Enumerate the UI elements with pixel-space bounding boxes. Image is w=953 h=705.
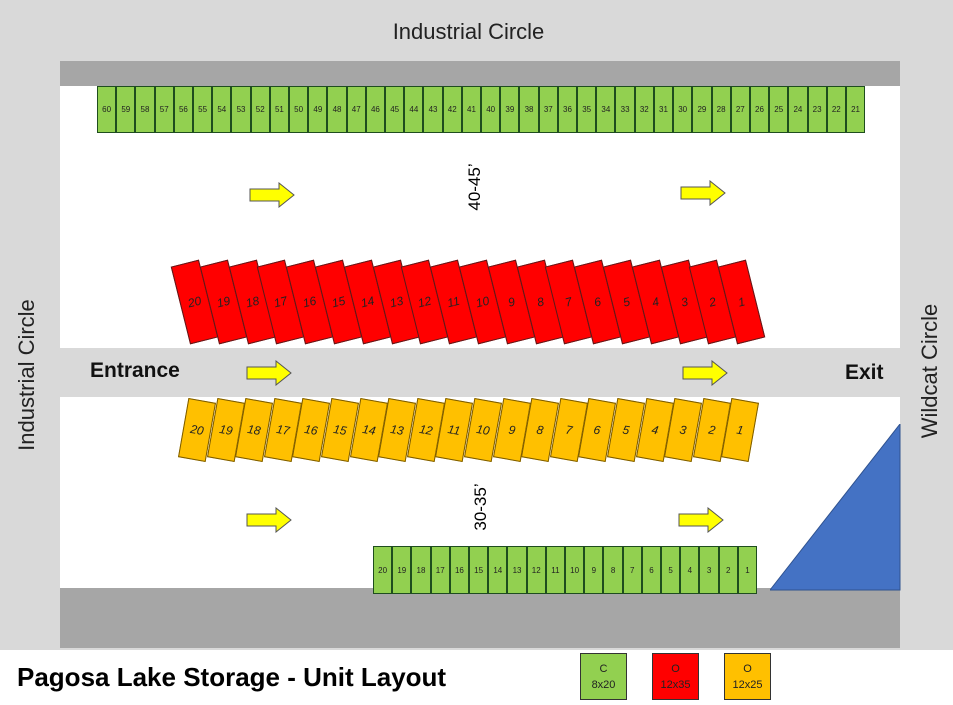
direction-arrow-icon (682, 359, 728, 387)
triangle-area (770, 424, 901, 591)
legend-type: O (671, 663, 680, 675)
direction-arrow-icon (680, 179, 726, 207)
legend-item-red: O 12x35 (652, 653, 699, 700)
storage-unit: 18 (411, 546, 431, 594)
direction-arrow-icon (246, 506, 292, 534)
legend-size: 8x20 (591, 679, 616, 691)
bottom-building-strip (60, 588, 900, 648)
storage-unit: 17 (430, 546, 450, 594)
storage-unit: 10 (565, 546, 585, 594)
storage-unit: 50 (289, 86, 309, 133)
legend-size: 12x25 (732, 679, 763, 691)
storage-unit: 30 (673, 86, 693, 133)
storage-unit: 29 (692, 86, 712, 133)
storage-unit: 47 (346, 86, 366, 133)
storage-unit: 9 (584, 546, 604, 594)
storage-unit: 43 (423, 86, 443, 133)
storage-unit: 23 (807, 86, 827, 133)
storage-unit: 34 (596, 86, 616, 133)
storage-unit: 38 (519, 86, 539, 133)
storage-unit: 52 (250, 86, 270, 133)
storage-unit: 48 (327, 86, 347, 133)
upper-aisle-width: 40-45’ (465, 163, 484, 211)
top-building-strip (60, 61, 900, 86)
storage-unit: 12 (526, 546, 546, 594)
storage-unit: 7 (622, 546, 642, 594)
street-left: Industrial Circle (14, 299, 39, 451)
storage-unit: 60 (97, 86, 117, 133)
storage-unit: 14 (488, 546, 508, 594)
storage-unit: 46 (365, 86, 386, 133)
storage-unit: 39 (500, 86, 520, 133)
center-driveway (60, 348, 900, 397)
storage-unit: 25 (769, 86, 789, 133)
storage-unit: 33 (615, 86, 635, 133)
legend-item-green: C 8x20 (580, 653, 627, 700)
storage-unit: 8 (603, 546, 623, 594)
storage-unit: 2 (718, 546, 738, 594)
storage-unit: 22 (826, 86, 846, 133)
storage-unit: 31 (653, 86, 674, 133)
storage-unit: 45 (385, 86, 405, 133)
storage-unit: 32 (634, 86, 654, 133)
storage-unit: 24 (788, 86, 808, 133)
storage-unit: 27 (730, 86, 750, 133)
storage-unit: 49 (308, 86, 328, 133)
storage-unit: 19 (392, 546, 412, 594)
storage-unit: 36 (557, 86, 578, 133)
storage-unit: 55 (193, 86, 213, 133)
storage-unit: 56 (173, 86, 194, 133)
storage-unit: 6 (641, 546, 662, 594)
storage-unit: 54 (212, 86, 232, 133)
storage-unit: 35 (577, 86, 597, 133)
storage-unit: 15 (469, 546, 489, 594)
storage-unit: 5 (661, 546, 681, 594)
storage-unit: 59 (116, 86, 136, 133)
storage-unit: 4 (680, 546, 700, 594)
storage-unit: 53 (231, 86, 251, 133)
storage-unit: 11 (545, 546, 566, 594)
storage-unit: 44 (404, 86, 424, 133)
street-right: Wildcat Circle (917, 303, 942, 439)
exit-label: Exit (845, 361, 884, 384)
direction-arrow-icon (246, 359, 292, 387)
storage-unit: 26 (749, 86, 770, 133)
storage-unit: 42 (442, 86, 462, 133)
storage-unit: 21 (845, 86, 866, 133)
entrance-label: Entrance (90, 359, 180, 382)
direction-arrow-icon (249, 181, 295, 209)
street-top: Industrial Circle (392, 19, 545, 44)
lower-aisle-width: 30-35’ (471, 483, 490, 531)
storage-unit: 13 (507, 546, 527, 594)
storage-unit: 40 (481, 86, 501, 133)
storage-unit: 58 (135, 86, 155, 133)
storage-unit: 41 (461, 86, 482, 133)
page-title: Pagosa Lake Storage - Unit Layout (17, 662, 447, 692)
storage-unit: 57 (154, 86, 174, 133)
legend-type: C (599, 663, 608, 675)
direction-arrow-icon (678, 506, 724, 534)
storage-unit: 3 (699, 546, 719, 594)
storage-unit: 16 (449, 546, 470, 594)
legend-size: 12x35 (660, 679, 691, 691)
legend-item-orange: O 12x25 (724, 653, 771, 700)
legend-type: O (743, 663, 752, 675)
storage-unit: 20 (373, 546, 393, 594)
storage-unit: 51 (269, 86, 290, 133)
storage-unit: 28 (711, 86, 731, 133)
storage-unit: 1 (737, 546, 758, 594)
storage-unit: 37 (538, 86, 558, 133)
